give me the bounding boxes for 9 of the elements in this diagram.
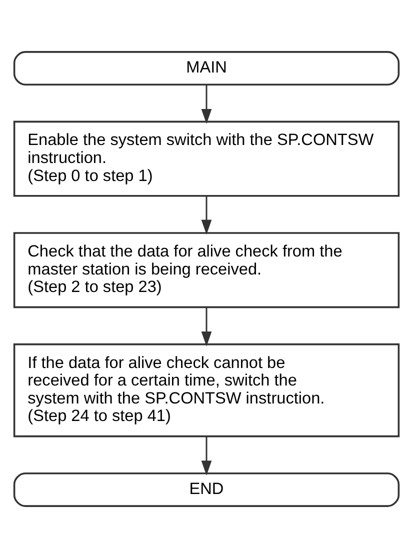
arrow bbox=[201, 196, 212, 235]
arrow bbox=[201, 436, 212, 476]
node-box: Enable the system switch with the SP.CONTSW instruction. (Step 0 to step 1) bbox=[13, 120, 400, 197]
arrow bbox=[201, 84, 212, 124]
node-box: If the data for alive check cannot be received for a certain time, switch the system with the SP.CONTSW instruction. (Step 24 to step 41) bbox=[13, 343, 400, 438]
node-box: END bbox=[13, 472, 400, 507]
arrow bbox=[201, 307, 212, 346]
node-box: Check that the data for alive check from the master station is being received. (Step 2 to step 23) bbox=[13, 232, 400, 308]
node-box: MAIN bbox=[13, 51, 400, 86]
